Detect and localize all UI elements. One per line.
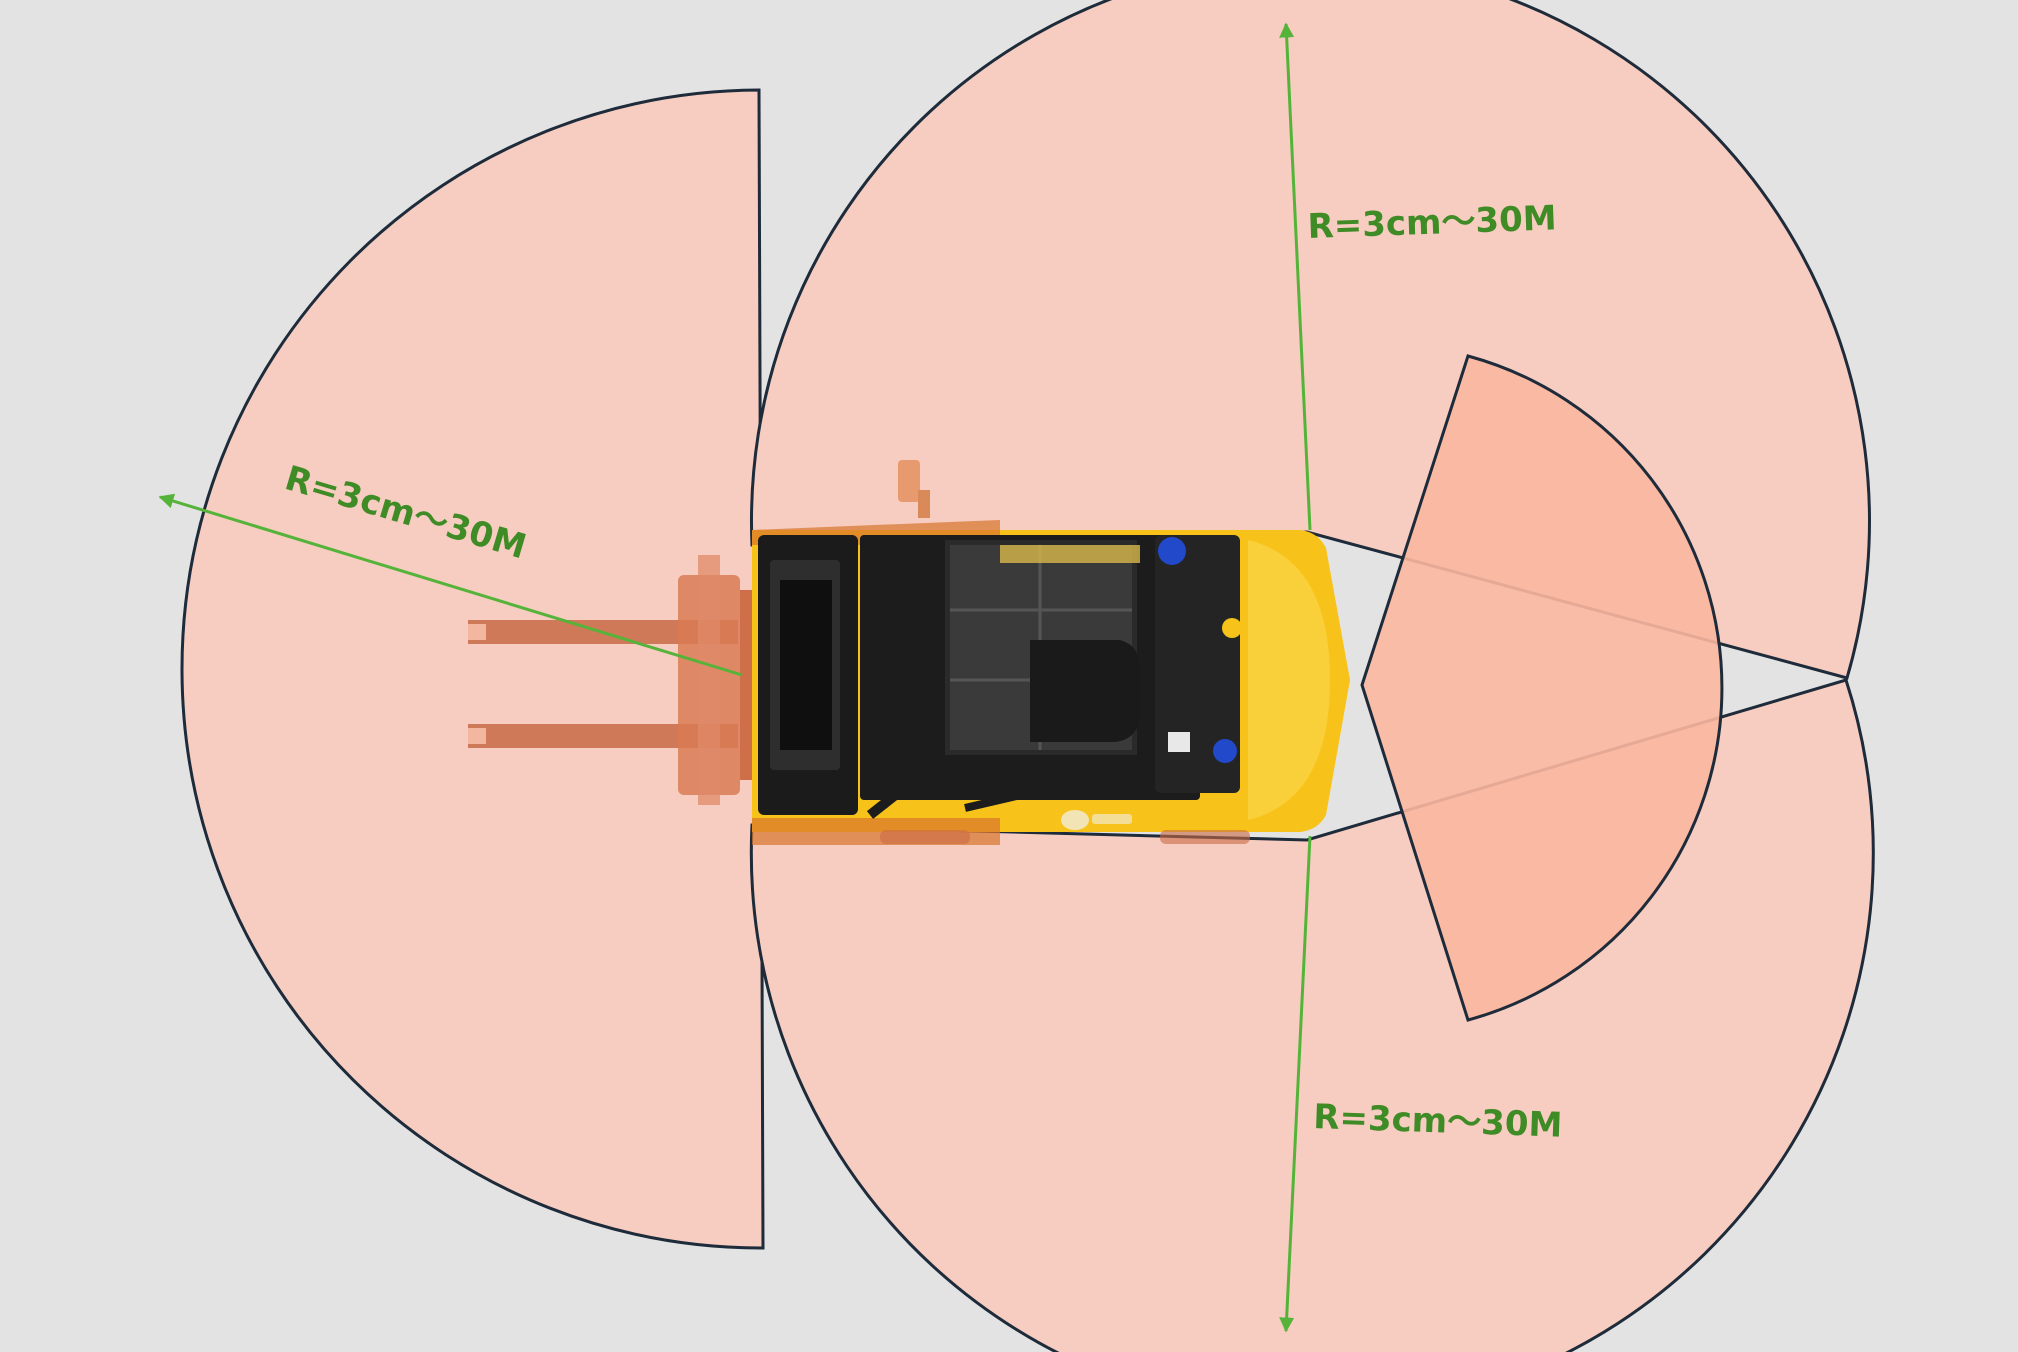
- rear-detection-zone: [180, 88, 765, 1250]
- bottom-range-line: [1279, 835, 1312, 1333]
- forklift-topdown-icon: [468, 460, 1350, 845]
- top-range-label: R=3cm～30M: [1307, 198, 1557, 247]
- top-range-line: [1279, 22, 1312, 531]
- bottom-range-label: R=3cm～30M: [1313, 1097, 1563, 1146]
- rear-range-line: [158, 493, 743, 677]
- front-detection-zone: [1360, 354, 1724, 1022]
